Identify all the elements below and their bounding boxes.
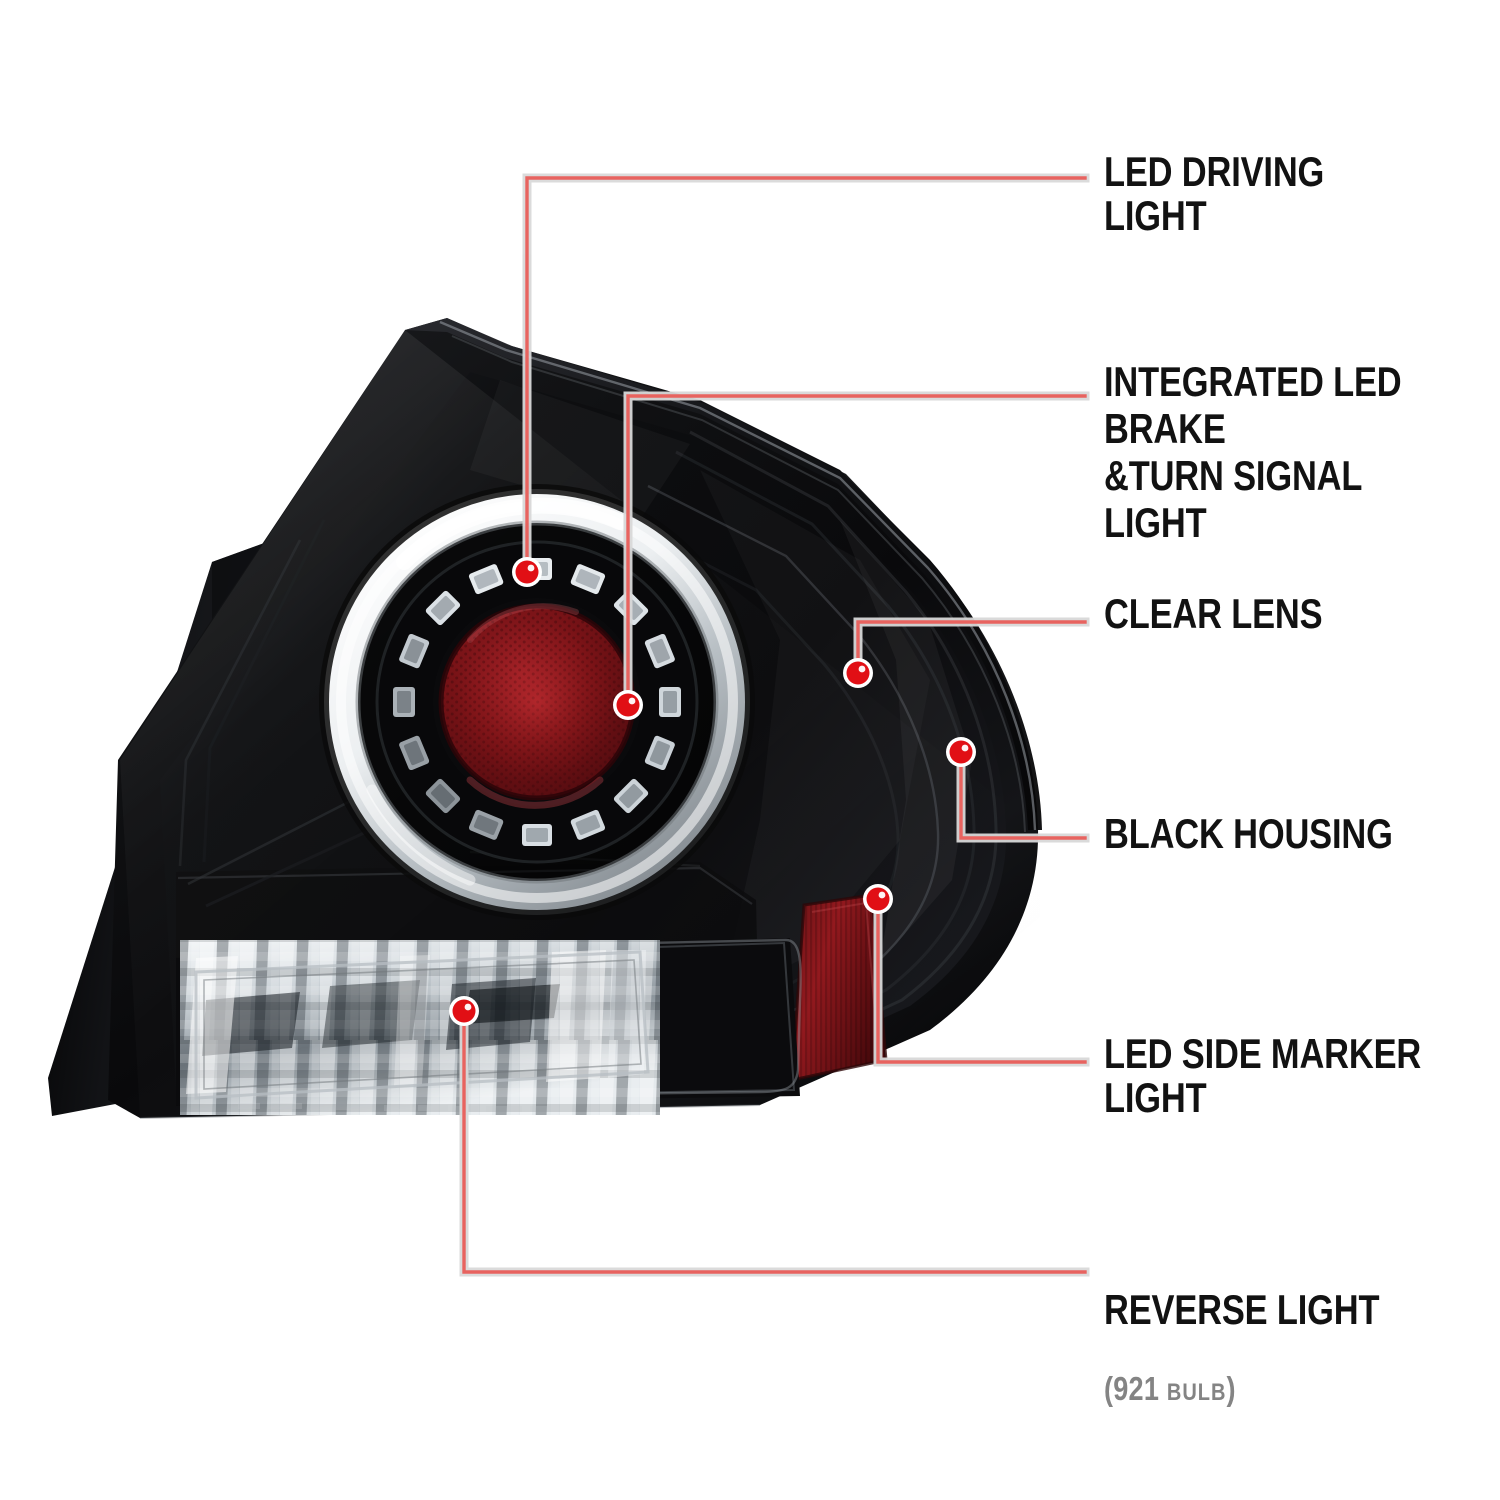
led-circular-cluster (319, 484, 755, 920)
bulb-paren-close: ) (1226, 1369, 1236, 1407)
callout-label-black-housing: BLACK HOUSING (1104, 810, 1393, 857)
callout-label-led-side-marker-light: LED SIDE MARKER LIGHT (1104, 1030, 1422, 1121)
callout-label-reverse-light: REVERSE LIGHT (1104, 1285, 1380, 1333)
callout-label-clear-lens: CLEAR LENS (1104, 590, 1323, 637)
callout-label-integrated-led-brake-turn-signal-light: INTEGRATED LED BRAKE &TURN SIGNAL LIGHT (1104, 358, 1402, 547)
bulb-paren-open: ( (1104, 1369, 1114, 1407)
bulb-unit: BULB (1166, 1378, 1227, 1406)
reverse-light-bulb-spec: (921 BULB) (1104, 1337, 1379, 1406)
bulb-code: 921 (1113, 1369, 1160, 1407)
led-side-marker-panel (790, 893, 888, 1082)
callout-label-reverse-light-group: REVERSE LIGHT (921 BULB) (1104, 1244, 1380, 1450)
center-reflector (433, 598, 641, 809)
reverse-light-lens (176, 938, 802, 1112)
callout-label-led-driving-light: LED DRIVING LIGHT (1104, 148, 1325, 239)
